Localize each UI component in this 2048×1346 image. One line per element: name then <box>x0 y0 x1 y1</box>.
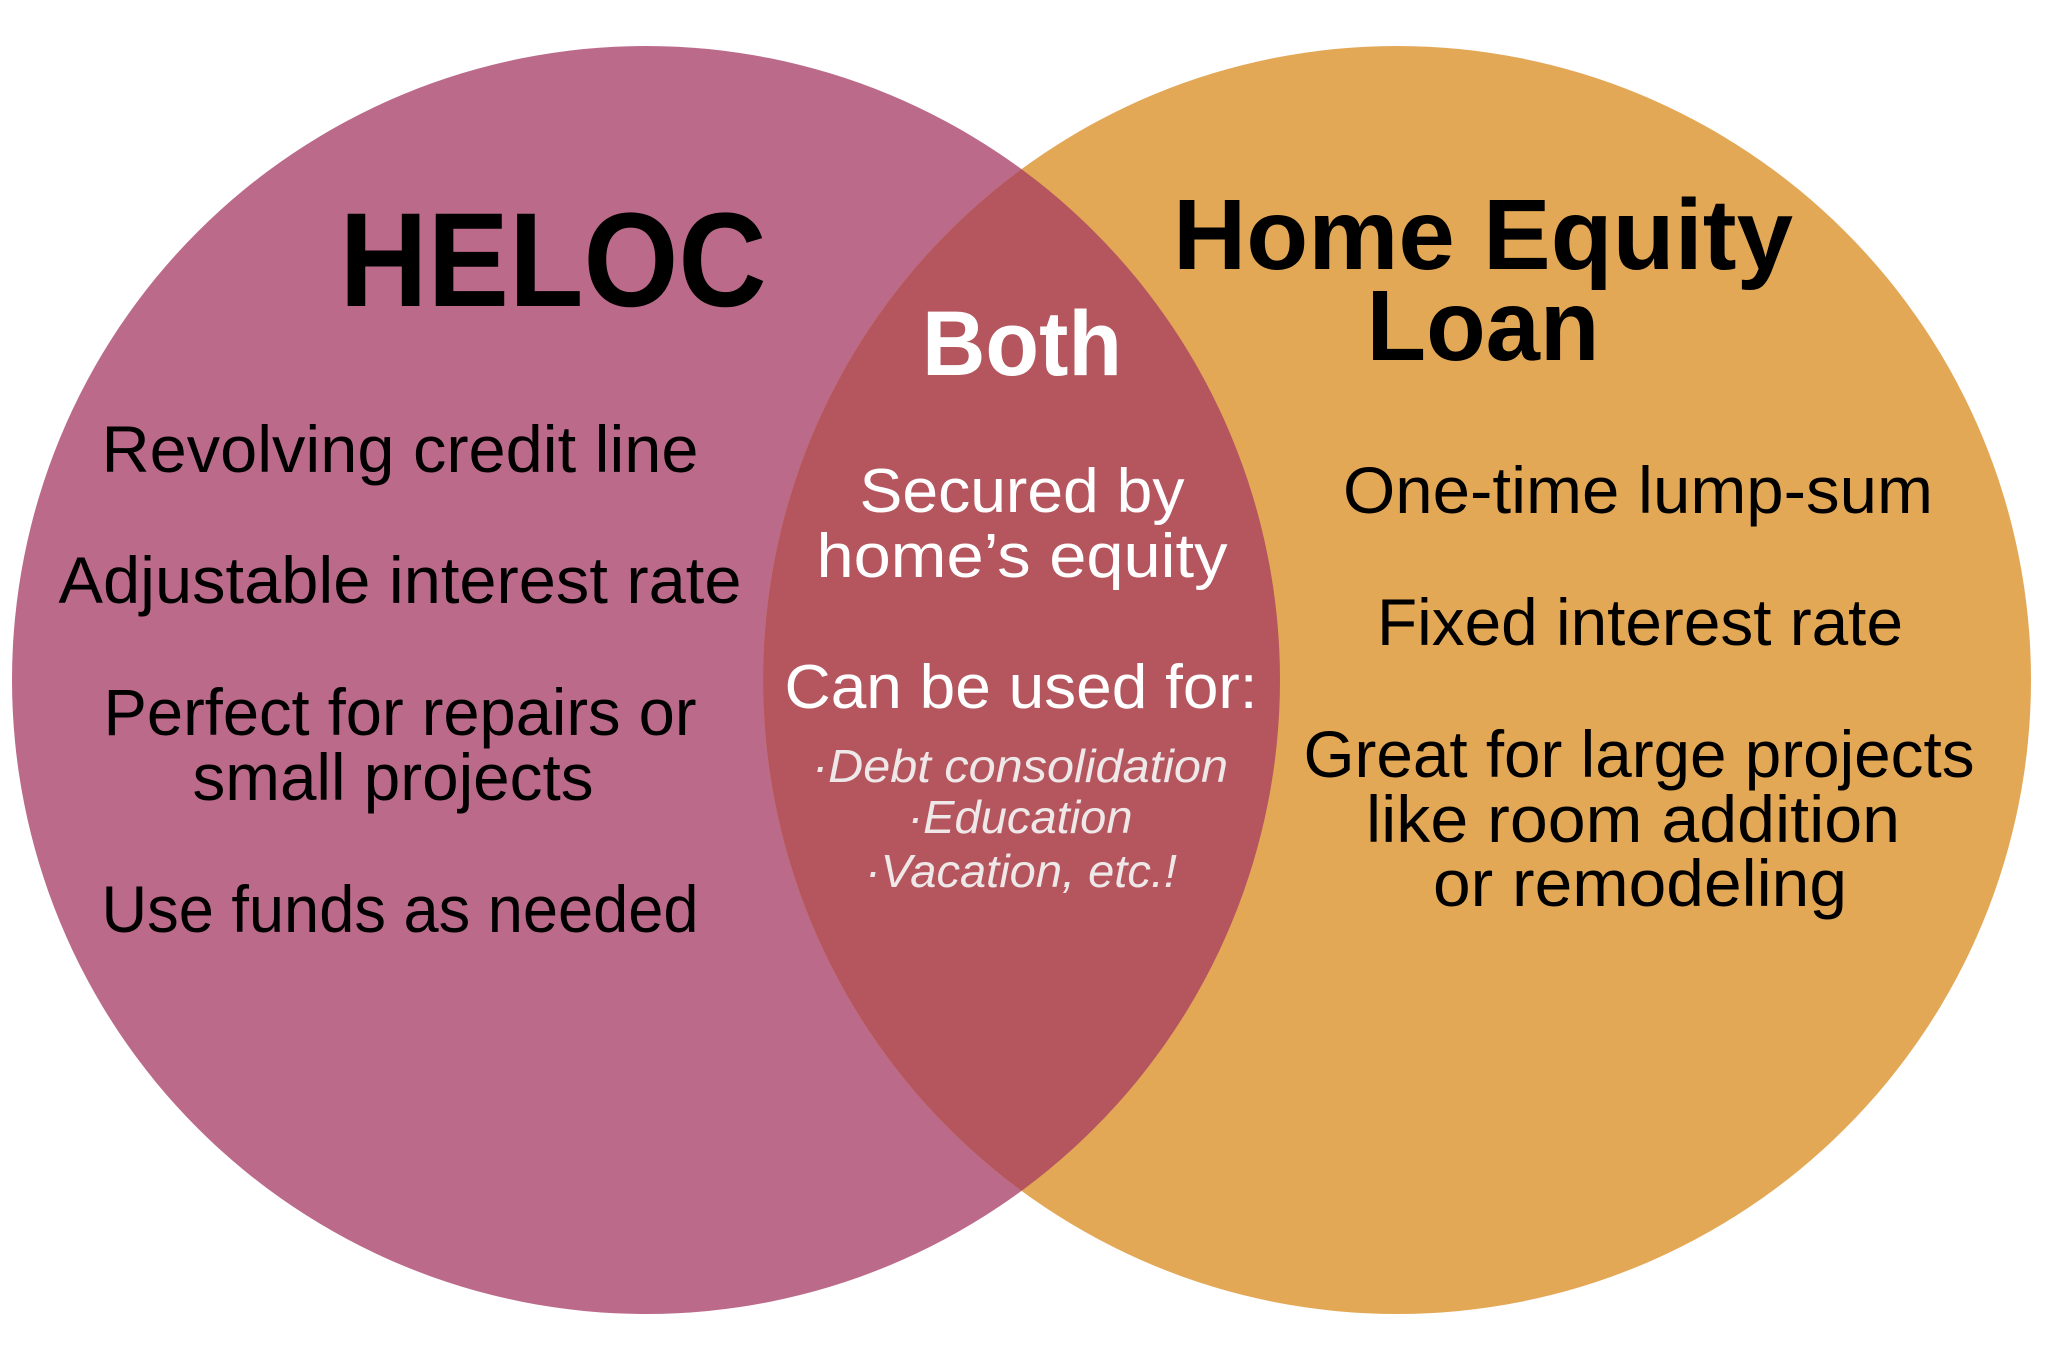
both-use-education: ·Education <box>908 791 1133 843</box>
heloc-item-revolving: Revolving credit line <box>102 412 699 486</box>
home-equity-item-great-line3: or remodeling <box>1433 846 1847 920</box>
both-secured-line1: Secured by <box>860 457 1185 526</box>
heloc-item-adjustable: Adjustable interest rate <box>59 543 742 617</box>
home-equity-title-line2: Loan <box>1367 270 1600 382</box>
both-use-debt-consolidation: ·Debt consolidation <box>812 740 1228 792</box>
home-equity-item-lump-sum: One-time lump-sum <box>1343 453 1933 527</box>
overlap-region <box>763 46 1280 1314</box>
home-equity-title-line1: Home Equity <box>1173 179 1793 291</box>
both-use-vacation: ·Vacation, etc.! <box>865 845 1177 897</box>
both-secured-line2: home’s equity <box>817 522 1228 591</box>
both-title: Both <box>922 293 1122 395</box>
heloc-item-perfect-line2: small projects <box>193 740 594 814</box>
heloc-item-use-funds: Use funds as needed <box>102 872 699 946</box>
home-equity-item-great-line2: like room addition <box>1366 782 1900 856</box>
home-equity-item-fixed-rate: Fixed interest rate <box>1377 585 1903 659</box>
heloc-title: HELOC <box>340 186 767 335</box>
home-equity-item-great-line1: Great for large projects <box>1304 717 1975 791</box>
heloc-item-perfect-line1: Perfect for repairs or <box>104 675 697 749</box>
both-uses-heading: Can be used for: <box>785 653 1258 722</box>
